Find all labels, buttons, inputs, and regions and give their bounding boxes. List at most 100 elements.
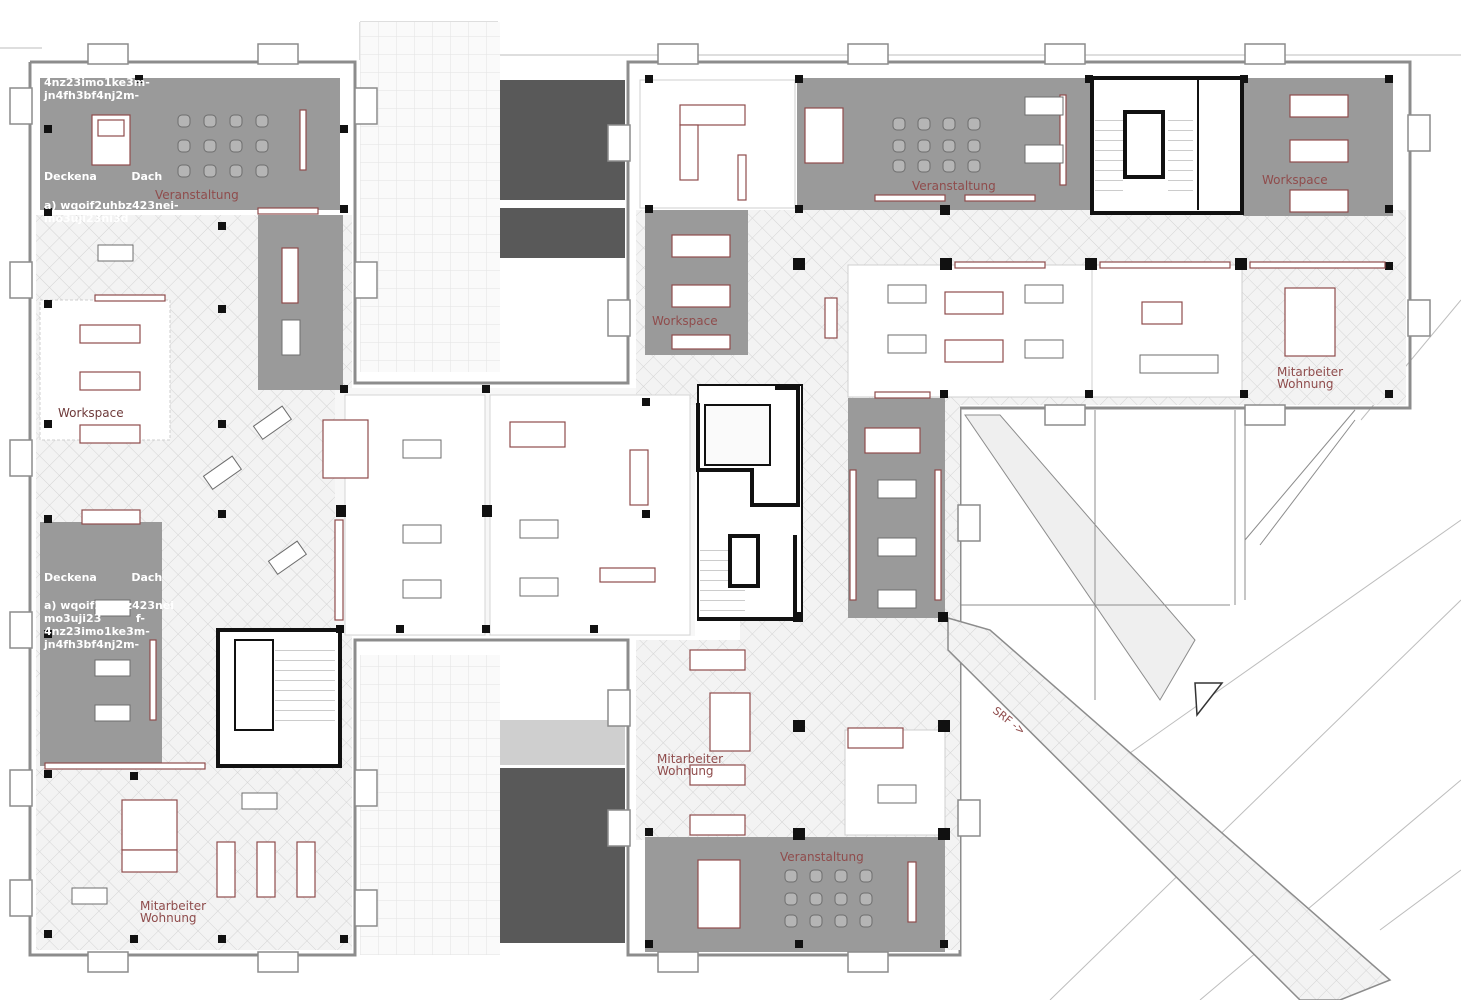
table-icon [519,519,559,539]
kitchen-icon [864,427,921,454]
svg-text:Deckena Dach: Deckena Dach [44,170,162,183]
label-mitarbeiter-southeast-2: Wohnung [657,764,714,778]
bathroom-icon [322,419,369,479]
table-icon [402,439,442,459]
label-veranstaltung-south: Veranstaltung [780,850,864,864]
table-icon [402,579,442,599]
kitchen-icon [1141,301,1183,325]
table-icon [241,792,278,810]
stair-core-center [696,384,803,621]
overlay-note-top: 4nz23imo1ke3m- jn4fh3bf4nj2m- Deckena Da… [43,76,179,225]
table-icon [202,455,243,491]
room-west-white [39,299,171,441]
table-icon [71,887,108,905]
bed-icon [296,841,316,898]
label-mitarbeiter-southeast-1: Mitarbeiter [657,752,723,766]
chair-icon [177,114,191,128]
label-mitarbeiter-east-2: Wohnung [1277,377,1334,391]
grey-room-west-column [258,215,343,390]
chair-grid-north [892,117,981,173]
bathroom-icon [121,799,178,851]
light-block-south [500,720,625,765]
bed-icon [256,841,276,898]
svg-text:a) wqoif2uhbz423nei: a) wqoif2uhbz423nei [44,599,174,612]
dark-block-north-2 [500,208,625,258]
chair-grid-west [177,114,269,178]
table-icon [1024,144,1064,164]
label-workspace-west: Workspace [58,406,124,420]
south-courtyard [360,655,500,955]
table-icon [94,599,131,617]
bed-icon [1289,94,1349,118]
srf-bridge [947,409,1392,1000]
bed-icon [1289,139,1349,163]
kitchen-icon [509,421,566,448]
table-icon [402,524,442,544]
tables [71,96,1219,905]
chair-grid-south [784,869,873,928]
bathroom-icon [709,692,751,752]
bed-icon [689,649,746,671]
table-icon [94,659,131,677]
svg-text:Deckena Dach: Deckena Dach [44,571,162,584]
kitchen-icon [81,509,141,525]
stair-core-west [216,628,342,768]
dark-block-north [500,80,625,200]
svg-text:mo3uji23ni3d: mo3uji23ni3d [44,212,128,225]
kitchen-icon [824,297,838,339]
svg-text:4nz23imo1ke3m-: 4nz23imo1ke3m- [44,625,150,638]
facade-frames [9,43,1431,973]
room-east-white-2 [1091,264,1243,398]
table-icon [877,479,917,499]
svg-text:mo3uji23 f-: mo3uji23 f- [44,612,145,625]
furniture [44,94,1386,929]
kitchen-icon [629,449,649,506]
stair-icon [1095,120,1123,200]
table-icon [1024,284,1064,304]
svg-text:a) wqoif2uhbz423nei-: a) wqoif2uhbz423nei- [44,199,179,212]
bed-icon [689,814,746,836]
label-workspace-northeast: Workspace [1262,173,1328,187]
table-icon [281,319,301,356]
table-icon [887,284,927,304]
overlay-note-bottom: Deckena Dach a) wqoif2uhbz423nei mo3uji2… [43,571,174,651]
table-icon [877,589,917,609]
north-courtyard [360,22,500,372]
bathroom-icon [804,107,844,164]
label-veranstaltung-north: Veranstaltung [912,179,996,193]
table-icon [252,405,293,441]
chair-icon [784,869,798,883]
table-icon [1024,96,1064,116]
kitchen-icon [847,727,904,749]
room-north-white [639,79,796,209]
grey-room-north-workspace [645,210,748,355]
table-icon [877,784,917,804]
label-workspace-north: Workspace [652,314,718,328]
chair-icon [892,117,906,131]
stair-core-north [1090,76,1244,215]
svg-text:jn4fh3bf4nj2m-: jn4fh3bf4nj2m- [43,638,139,651]
kitchen-icon [281,247,299,304]
table-icon [267,540,308,576]
label-mitarbeiter-east-1: Mitarbeiter [1277,365,1343,379]
grey-room-west-mid [40,522,162,766]
dark-block-south [500,768,625,943]
table-icon [1139,354,1219,374]
table-icon [519,577,559,597]
svg-text:4nz23imo1ke3m-: 4nz23imo1ke3m- [44,76,150,89]
table-icon [887,334,927,354]
label-mitarbeiter-west-2: Wohnung [140,911,197,925]
columns [44,75,1393,948]
label-mitarbeiter-west-1: Mitarbeiter [140,899,206,913]
triangle-arrow-icon [1194,682,1224,718]
bed-icon [689,764,746,786]
label-veranstaltung-west: Veranstaltung [155,188,239,202]
table-icon [877,537,917,557]
table-icon [94,704,131,722]
svg-text:jn4fh3bf4nj2m-: jn4fh3bf4nj2m- [43,89,139,102]
stair-icon [275,645,335,730]
table-icon [97,244,134,262]
bathroom-icon [697,859,741,929]
bathroom-icon [1284,287,1336,357]
